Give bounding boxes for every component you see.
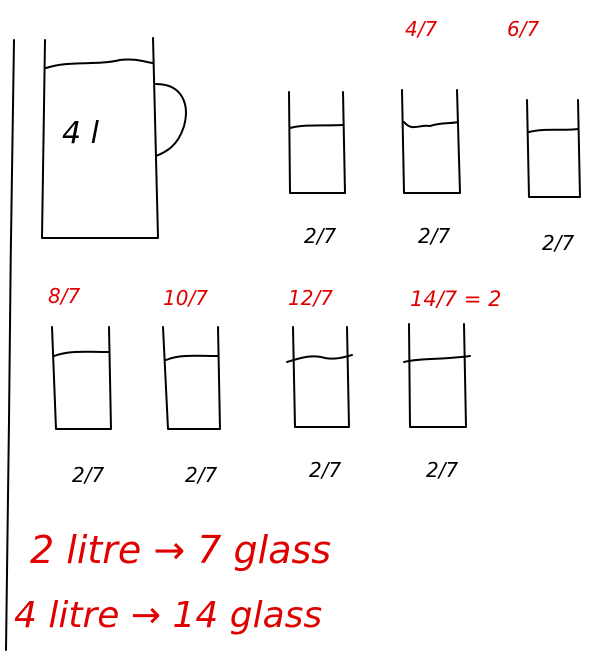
glass-liquid-line — [528, 128, 579, 133]
glass-outline — [51, 326, 112, 430]
running-total: 4/7 — [405, 17, 437, 41]
glass-6: 2/7 12/7 — [286, 286, 353, 482]
glass-amount: 2/7 — [309, 458, 341, 482]
glass-outline — [288, 91, 346, 194]
running-total: 6/7 — [507, 17, 539, 41]
margin-line — [5, 39, 15, 651]
jug-label: 4 l — [62, 116, 100, 151]
glass-2: 2/7 4/7 — [401, 17, 461, 248]
glass-4: 2/7 8/7 — [48, 284, 112, 487]
glass-outline — [408, 323, 467, 428]
glass-liquid-line — [165, 354, 219, 361]
jug: 4 l — [41, 37, 187, 239]
glass-liquid-line — [403, 121, 459, 129]
glass-amount: 2/7 — [72, 463, 104, 487]
glass-1: 2/7 — [288, 91, 346, 248]
running-total: 14/7 = 2 — [410, 287, 501, 311]
glass-3: 2/7 6/7 — [507, 17, 581, 255]
glass-amount: 2/7 — [542, 231, 574, 255]
jug-body — [41, 37, 159, 239]
running-total: 10/7 — [163, 286, 208, 310]
glass-5: 2/7 10/7 — [162, 286, 221, 487]
glass-outline — [162, 326, 221, 430]
glass-outline — [526, 99, 581, 198]
running-total: 8/7 — [48, 284, 80, 308]
glass-liquid-line — [289, 124, 344, 129]
running-total: 12/7 — [288, 286, 333, 310]
glass-outline — [401, 89, 461, 194]
glass-outline — [292, 326, 350, 428]
glass-7: 2/7 14/7 = 2 — [403, 287, 501, 482]
glass-amount: 2/7 — [426, 458, 458, 482]
note-4-litre: 4 litre → 14 glass — [14, 595, 322, 636]
jug-handle — [155, 83, 187, 157]
jug-liquid-line — [45, 58, 154, 69]
glass-liquid-line — [286, 354, 353, 363]
glass-liquid-line — [403, 355, 471, 363]
glass-liquid-line — [53, 350, 110, 357]
note-2-litre: 2 litre → 7 glass — [30, 528, 331, 572]
glass-amount: 2/7 — [185, 463, 217, 487]
glass-amount: 2/7 — [304, 224, 336, 248]
glass-amount: 2/7 — [418, 224, 450, 248]
